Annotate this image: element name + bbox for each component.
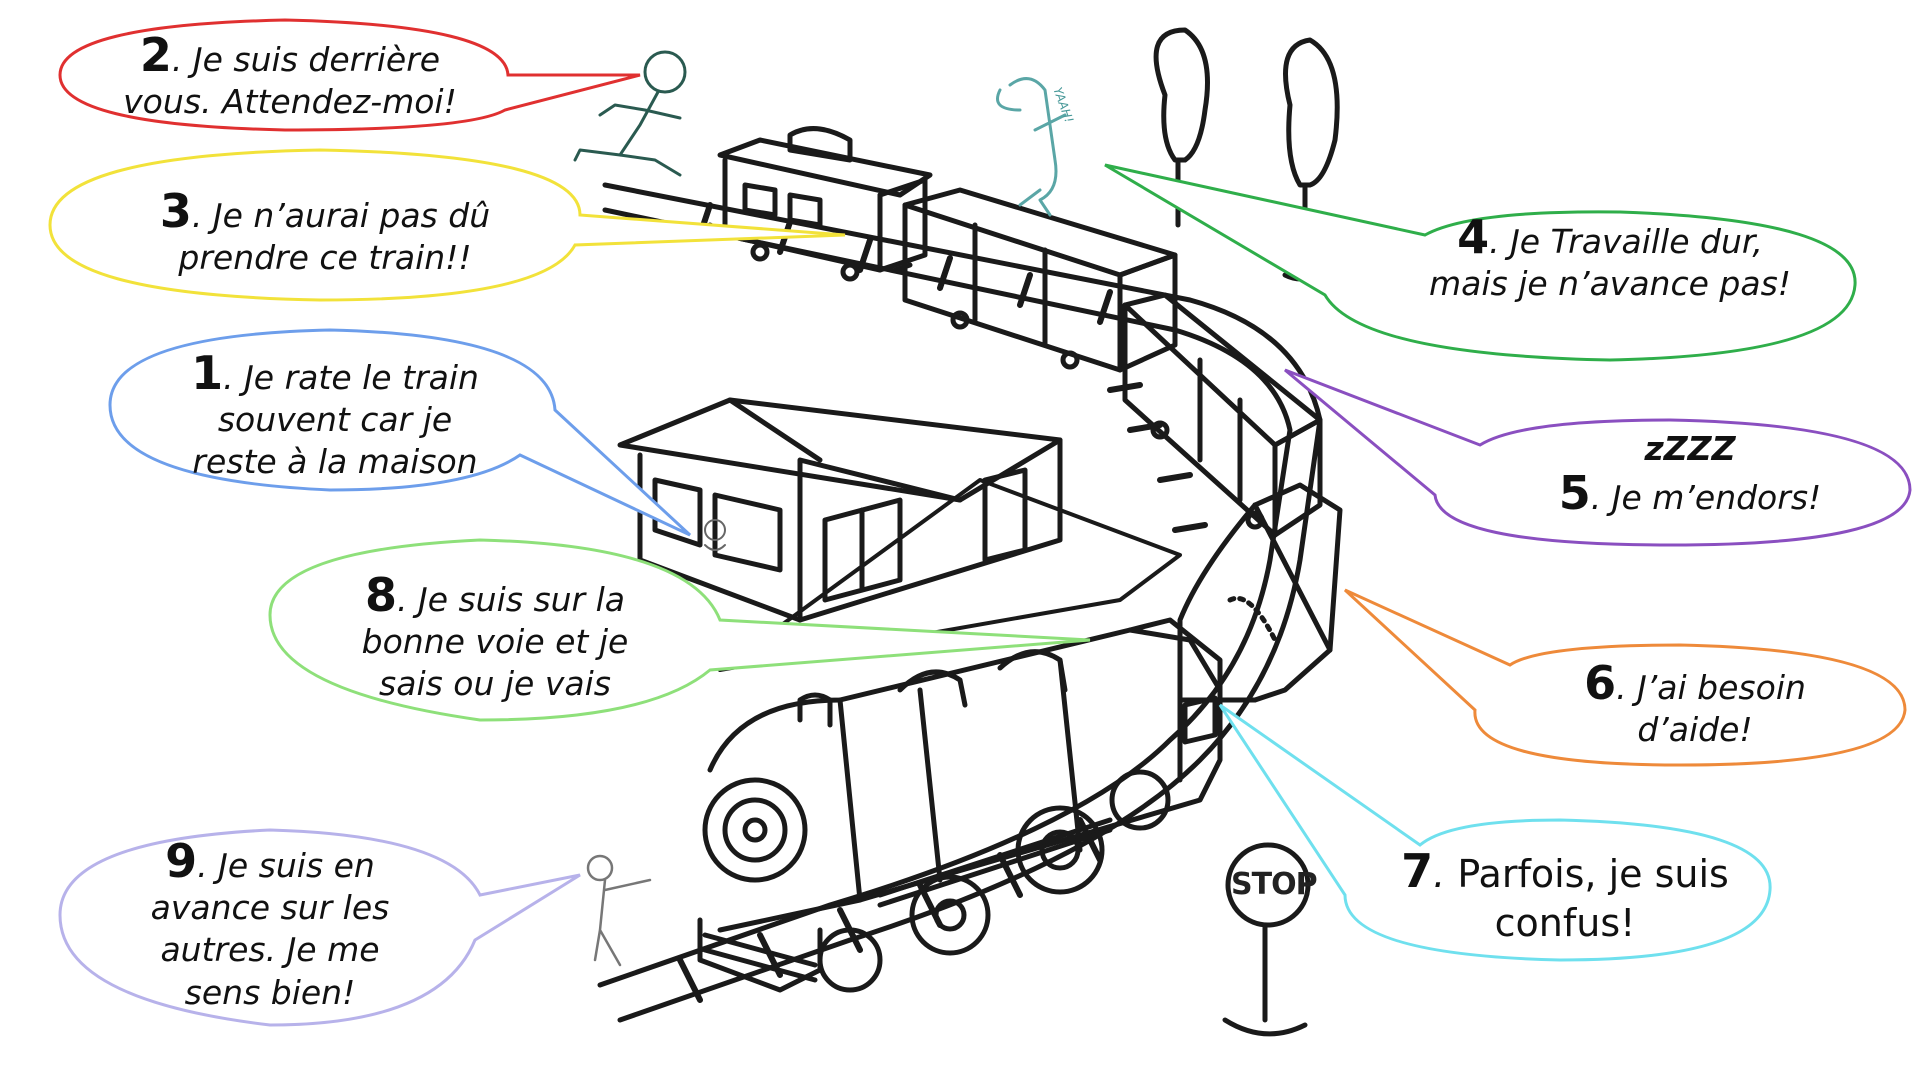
bubble-text-6: 6. J’ai besoin d’aide! <box>1584 656 1806 750</box>
stop-sign-label: STOP <box>1231 867 1318 902</box>
stop-sign-icon <box>1222 842 1311 1037</box>
bubble-number: 7 <box>1401 844 1434 898</box>
bubble-number: 6 <box>1584 656 1617 710</box>
jumping-person-icon <box>996 77 1067 217</box>
running-person-icon <box>573 50 687 177</box>
bubble-number: 8 <box>364 568 397 622</box>
bubble-message: Je Travaille dur, mais je n’avance pas! <box>1428 222 1791 304</box>
speech-bubble-9 <box>58 828 581 1027</box>
snore-text: zZZZ <box>1644 429 1736 468</box>
bubble-message: Parfois, je suis confus! <box>1457 852 1729 945</box>
bubble-message: Je suis en avance sur les autres. Je me … <box>150 846 390 1012</box>
bubble-text-4: 4. Je Travaille dur, mais je n’avance pa… <box>1428 210 1791 304</box>
bubble-text-8: 8. Je suis sur la bonne voie et je sais … <box>361 568 629 704</box>
bubble-text-1: 1. Je rate le train souvent car je reste… <box>191 346 479 482</box>
bubble-number: 5 <box>1558 466 1591 521</box>
speech-bubble-3 <box>48 148 846 302</box>
bubble-text-5: zZZZ 5. Je m’endors! <box>1520 428 1860 519</box>
caboose-car <box>707 126 933 282</box>
bubble-message: Je suis sur la bonne voie et je sais ou … <box>361 580 629 704</box>
speech-bubble-6 <box>1343 588 1907 767</box>
waving-person-icon <box>586 854 652 967</box>
speech-bubble-1 <box>108 328 692 537</box>
bubble-message: Je n’aurai pas dû prendre ce train!! <box>178 196 491 278</box>
bubble-number: 9 <box>165 834 198 888</box>
bubble-text-7: 7. Parfois, je suis confus! <box>1401 844 1729 945</box>
speech-bubble-4 <box>1104 163 1857 362</box>
bubble-message: Je m’endors! <box>1611 478 1822 518</box>
bubble-number: 4 <box>1457 210 1490 264</box>
person-in-window-icon <box>704 519 726 551</box>
bubble-text-2: 2. Je suis derrière vous. Attendez-moi! <box>123 28 457 122</box>
bubble-message: J’ai besoin d’aide! <box>1637 668 1806 750</box>
speech-bubble-5 <box>1284 368 1912 547</box>
station-house <box>617 397 1063 623</box>
bubble-number: 2 <box>139 28 172 82</box>
speech-bubble-2 <box>58 18 641 132</box>
hopper-car <box>1177 482 1343 703</box>
bubble-number: 1 <box>191 346 224 400</box>
bubble-text-9: 9. Je suis en avance sur les autres. Je … <box>150 834 390 1012</box>
station-platform <box>718 478 1182 672</box>
bubble-message: Je rate le train souvent car je reste à … <box>192 358 479 482</box>
bubble-number: 3 <box>159 184 192 238</box>
bubble-message: Je suis derrière vous. Attendez-moi! <box>123 40 457 122</box>
steam-locomotive <box>697 617 1223 993</box>
speech-bubble-7 <box>1218 703 1772 962</box>
boxcar-2 <box>1122 292 1323 538</box>
bubble-text-3: 3. Je n’aurai pas dû prendre ce train!! <box>159 184 491 278</box>
speech-bubble-8 <box>268 538 1091 722</box>
